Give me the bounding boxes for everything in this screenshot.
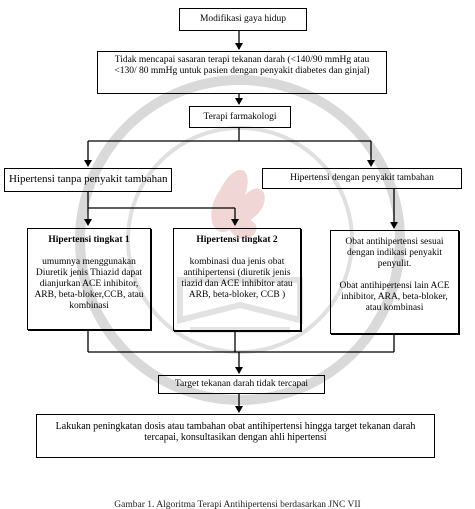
node-terapi-farmakologi: Terapi farmakologi	[189, 106, 291, 128]
node-tidak-mencapai-label: Tidak mencapai sasaran terapi tekanan da…	[114, 55, 370, 76]
node-tingkat-1: Hipertensi tingkat 1 umumnya menggunakan…	[27, 228, 151, 330]
node-lakukan-label: Lakukan peningkatan dosis atau tambahan …	[55, 421, 416, 443]
node-dengan-penyakit: Hipertensi dengan penyakit tambahan	[262, 168, 462, 189]
node-target-label: Target tekanan darah tidak tercapai	[174, 379, 309, 389]
node-dengan-penyakit-label: Hipertensi dengan penyakit tambahan	[290, 173, 434, 183]
node-tingkat-2-body: kombinasi dua jenis obat antihipertensi …	[181, 257, 293, 300]
node-obat-sesuai: Obat antihipertensi sesuai dengan indika…	[345, 237, 444, 269]
node-tingkat-1-body: umumnya menggunakan Diuretik jenis Thiaz…	[34, 257, 144, 311]
node-tanpa-penyakit-label: Hipertensi tanpa penyakit tambahan	[9, 173, 168, 185]
node-tanpa-penyakit: Hipertensi tanpa penyakit tambahan	[4, 168, 172, 192]
node-tingkat-2: Hipertensi tingkat 2 kombinasi dua jenis…	[173, 228, 301, 331]
node-modifikasi-gaya-hidup: Modifikasi gaya hidup	[179, 8, 307, 31]
figure-caption: Gambar 1. Algoritma Terapi Antihipertens…	[114, 500, 361, 509]
node-lakukan-peningkatan: Lakukan peningkatan dosis atau tambahan …	[36, 414, 435, 458]
node-tidak-mencapai: Tidak mencapai sasaran terapi tekanan da…	[97, 51, 387, 94]
node-tingkat-2-title: Hipertensi tingkat 2	[196, 235, 278, 245]
node-terapi-farmakologi-label: Terapi farmakologi	[203, 112, 277, 122]
node-obat-lain: Obat antihipertensi lain ACE inhibitor, …	[339, 281, 450, 313]
node-obat-antihipertensi: Obat antihipertensi sesuai dengan indika…	[330, 230, 459, 334]
node-modifikasi-label: Modifikasi gaya hidup	[199, 14, 286, 24]
node-tingkat-1-title: Hipertensi tingkat 1	[48, 235, 130, 245]
node-target-tidak-tercapai: Target tekanan darah tidak tercapai	[158, 375, 325, 394]
